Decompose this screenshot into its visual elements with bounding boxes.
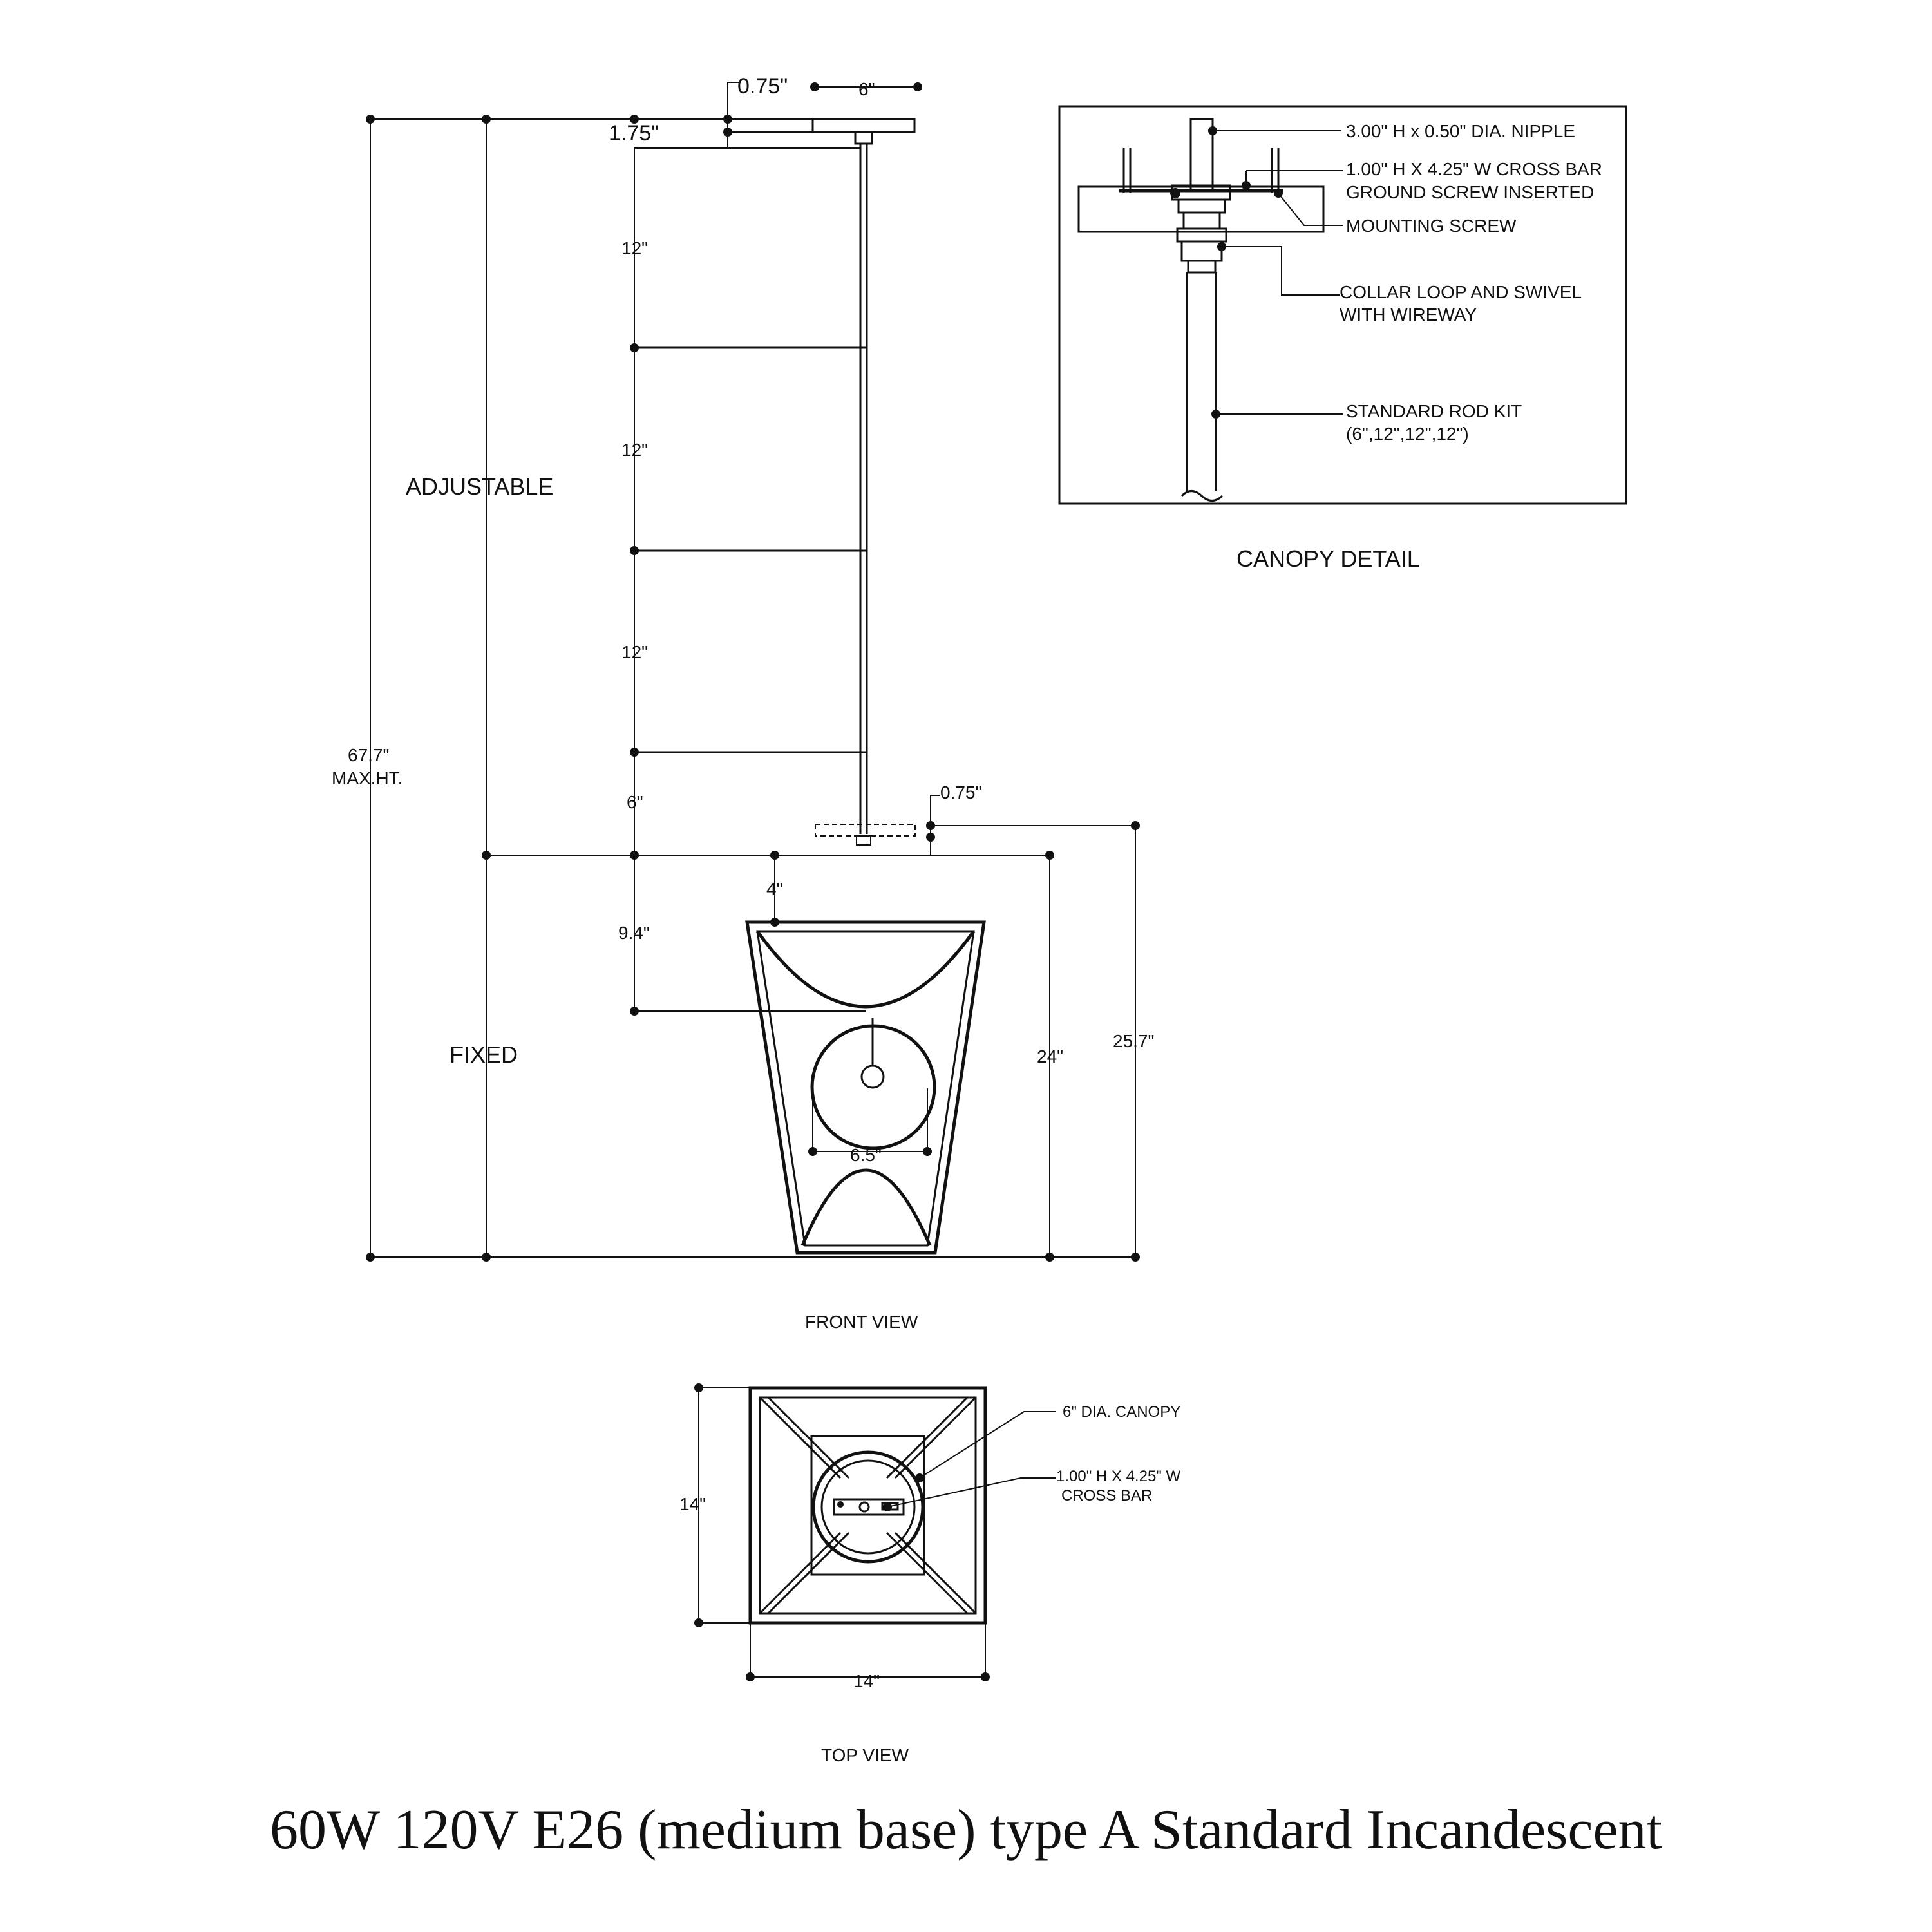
dim-rod-3: 12" — [621, 642, 648, 662]
top-crossbar-callout-line1: 1.00" H X 4.25" W — [1056, 1468, 1180, 1485]
dim-canopy-height: 1.75" — [609, 121, 659, 146]
dim-max-height-label: MAX.HT. — [332, 768, 402, 788]
dim-globe-width: 6.5" — [850, 1145, 882, 1165]
front-view-title: FRONT VIEW — [805, 1312, 918, 1332]
top-frame-outer — [748, 1386, 987, 1625]
dim-canopy-width: 6" — [858, 79, 875, 99]
callout-crossbar-line2: GROUND SCREW INSERTED — [1346, 182, 1594, 202]
callout-rod-kit-line2: (6",12",12",12") — [1346, 424, 1469, 444]
callout-rod-kit-line1: STANDARD ROD KIT — [1346, 401, 1522, 421]
canopy-detail: 3.00" H x 0.50" DIA. NIPPLE 1.00" H X 4.… — [1058, 105, 1627, 572]
top-canopy — [811, 1450, 925, 1564]
label-fixed: FIXED — [450, 1041, 518, 1068]
label-adjustable: ADJUSTABLE — [406, 473, 553, 500]
lantern-frame-icon — [745, 920, 986, 1255]
downrod — [859, 144, 868, 834]
callout-mounting-screw: MOUNTING SCREW — [1346, 216, 1517, 236]
dimension-dots — [366, 82, 1140, 1262]
dim-top-gap: 4" — [766, 879, 783, 899]
canopy-detail-title: CANOPY DETAIL — [1236, 545, 1420, 572]
dim-fixture-height: 24" — [1037, 1046, 1063, 1066]
collar-loop — [815, 824, 916, 837]
top-crossbar — [833, 1498, 905, 1516]
dim-rod-2: 12" — [621, 440, 648, 460]
dim-globe-drop: 9.4" — [618, 923, 650, 943]
canopy-body — [1077, 185, 1325, 233]
dimension-lines — [370, 82, 1136, 1258]
callout-collar-line2: WITH WIREWAY — [1340, 305, 1477, 325]
dim-loop-offset: 0.75" — [940, 782, 981, 802]
canopy-plate-icon — [811, 118, 916, 145]
top-view-title: TOP VIEW — [821, 1745, 909, 1765]
callout-collar-line1: COLLAR LOOP AND SWIVEL — [1340, 282, 1582, 302]
globe-shade-icon — [810, 1018, 936, 1150]
top-width-dim: 14" — [853, 1671, 880, 1691]
dim-rod-1: 12" — [621, 238, 648, 258]
front-view: 0.75" 6" 1.75" 12" 12" 12" 6" ADJUSTABLE… — [332, 74, 1154, 1332]
bulb-spec: 60W 120V E26 (medium base) type A Standa… — [270, 1799, 1662, 1861]
callout-leaders — [1208, 126, 1343, 419]
dim-rod-4: 6" — [627, 792, 643, 812]
dim-overall-fixture-height: 25.7" — [1113, 1031, 1154, 1051]
callout-nipple: 3.00" H x 0.50" DIA. NIPPLE — [1346, 121, 1575, 141]
top-canopy-callout: 6" DIA. CANOPY — [1063, 1403, 1180, 1421]
canopy-detail-frame — [1058, 105, 1627, 505]
callout-crossbar-line1: 1.00" H X 4.25" W CROSS BAR — [1346, 159, 1602, 179]
top-depth-dim: 14" — [679, 1494, 706, 1514]
top-view: 14" 14" 6" DIA. CANOPY 1.00" H X 4.25" W… — [679, 1383, 1180, 1765]
dim-max-height-value: 67.7" — [348, 745, 389, 765]
top-frame-struts — [759, 1396, 977, 1615]
top-crossbar-callout-line2: CROSS BAR — [1061, 1487, 1152, 1504]
dim-canopy-offset: 0.75" — [737, 74, 788, 99]
crossbar-icon — [1119, 148, 1283, 201]
top-frame-inner — [759, 1396, 977, 1615]
